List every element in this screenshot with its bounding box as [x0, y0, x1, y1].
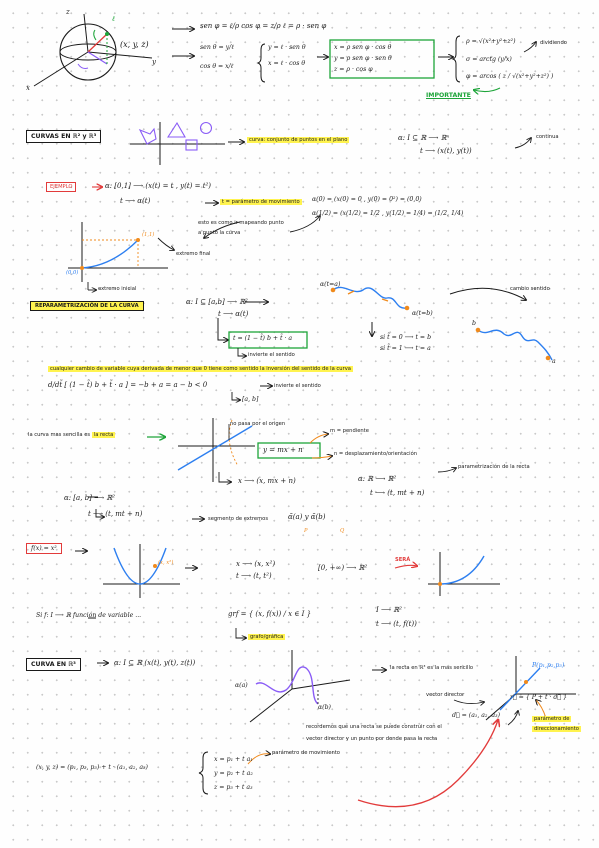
- cambio-variable-note: cualquier cambio de variable cuya deriva…: [48, 366, 353, 372]
- reparam-boxed-eq: t = (1 − t̃) b + t̃ · a: [233, 335, 293, 342]
- recta-r3-note: la recta en ℝ³ es la mas sencillo: [390, 665, 474, 671]
- section-title-curvas: CURVAS EN ℝ² y ℝ³: [26, 130, 102, 143]
- r3-alpha-b: α(b): [318, 704, 331, 711]
- recta-graph: [177, 418, 255, 482]
- r3-graph: [249, 650, 351, 723]
- r3-line-graph: [485, 656, 576, 721]
- curve-b-label: b: [472, 320, 476, 327]
- parabola-graph: [103, 544, 180, 598]
- recta-t-row: t ⟶ (t, mt + n): [88, 510, 143, 518]
- grafo-grafica-label: grafo/gráfica: [248, 634, 286, 640]
- vector-director-note: vector director: [426, 692, 465, 698]
- extremo-final-note: extremo final: [176, 251, 211, 257]
- importante-label: IMPORTANTE: [426, 92, 471, 99]
- invierte-note-2: invierte el sentido: [274, 383, 321, 389]
- sphere-diagram: [33, 13, 153, 87]
- r3-map: α: I ⊆ ℝ (x(t), y(t), z(t)): [114, 659, 196, 667]
- point-00-label: (0,0): [66, 270, 79, 276]
- sera-label: SERÁ: [395, 557, 411, 563]
- recta-x-map: x ⟶ (x, mx + n): [238, 477, 296, 485]
- vector-eq: (x, y, z) = (p₁, p₂, p₃) + t · (a₁, a₂, …: [36, 764, 148, 771]
- curva-definition: curva: conjunto de puntos en el plano: [247, 137, 350, 143]
- p-label: P: [304, 528, 308, 534]
- axis-z-label: z: [66, 8, 70, 16]
- ell-label: ℓ: [112, 14, 115, 23]
- interval-ab: [a, b]: [242, 396, 259, 403]
- param-recta-note: parametrización de la recta: [458, 464, 530, 470]
- half-parabola-graph: [428, 552, 500, 596]
- axis-x-label: x: [26, 84, 30, 92]
- point-p-label: P(p₁,p₂,p₃): [532, 662, 565, 669]
- dividiendo-note: dividiendo: [540, 40, 567, 46]
- desplazamiento-note: n = desplazamiento/orientación: [334, 451, 418, 457]
- invierte-note: invierte el sentido: [248, 352, 295, 358]
- reparam-t-row: t ⟶ α(t): [218, 310, 249, 318]
- reparam-map: α: I ⊆ [a,b] ⟶ ℝ²: [186, 298, 248, 306]
- param-movimiento-label: t = parámetro de movimiento: [220, 199, 302, 205]
- no-pasa-note: no pasa por el origen: [230, 421, 286, 427]
- alpha-tb-label: α(t=b): [412, 310, 433, 317]
- segmento-note: segmento de extremos: [208, 516, 269, 522]
- parabola-point-label: (x, x²): [158, 560, 174, 566]
- extremos-label: α̃(a) y α̃(b): [288, 513, 326, 521]
- r3-alpha-a: α(a): [235, 682, 248, 689]
- interval-map: [0, +∞) ⟶ ℝ²: [318, 564, 368, 572]
- grafo-si-line: Si f: I ⟶ ℝ función de variable ...: [36, 612, 142, 619]
- recta-equation: y = mx + n: [263, 446, 303, 454]
- recta-alpha-ab: α: [a, b] ⟶ ℝ²: [64, 494, 115, 502]
- recta-sentence: la curva mas sencilla es la recta: [28, 432, 116, 438]
- point-11-label: (1,1): [142, 232, 155, 238]
- curve-a-label: a: [552, 358, 556, 365]
- d-vector: d⃗ = (a₁, a₂, a₃): [452, 712, 500, 719]
- continua-note: continua: [536, 134, 559, 140]
- point-label: (x, y, z): [120, 40, 149, 49]
- param-movimiento-note: parámetro de movimiento: [272, 750, 340, 756]
- alpha-ta-label: α(t=a): [320, 281, 341, 288]
- pendiente-note: m = pendiente: [330, 428, 369, 434]
- shapes-axes: [130, 121, 225, 165]
- axis-y-label: y: [152, 58, 156, 66]
- extremo-inicial-note: extremo inicial: [98, 286, 137, 292]
- param-eq: r⃗ = { P + t · d⃗ }: [510, 694, 567, 701]
- ejemplo-t-map: t ⟶ α(t): [120, 197, 151, 205]
- derivative-eq: d/dt̃ [ (1 − t̃) b + t̃ · a ] = −b + a =…: [48, 381, 208, 389]
- cambio-sentido-note: cambio sentido: [510, 286, 550, 292]
- recta-map-r: α: ℝ ⟶ ℝ²: [358, 475, 397, 483]
- ejemplo-label: EJEMPLO: [46, 182, 77, 192]
- section-title-reparam: REPARAMETRIZACIÓN DE LA CURVA: [30, 301, 144, 311]
- section-title-r3: CURVA EN ℝ³: [26, 658, 81, 671]
- trig-line: sen φ = ℓ/ρ cos φ = z/ρ ℓ = ρ · sen φ: [200, 22, 327, 30]
- f-of-x-box: f(x) = x²: [26, 543, 62, 554]
- q-label: Q: [340, 528, 345, 534]
- ejemplo-map: α: [0,1] ⟶ (x(t) = t , y(t) = t²): [105, 182, 212, 190]
- ejemplo-graph: [68, 222, 174, 290]
- recta-map-t: t ⟶ (t, mt + n): [370, 489, 425, 497]
- grf-set: grf = { (x, f(x)) / x ∈ I }: [228, 610, 312, 618]
